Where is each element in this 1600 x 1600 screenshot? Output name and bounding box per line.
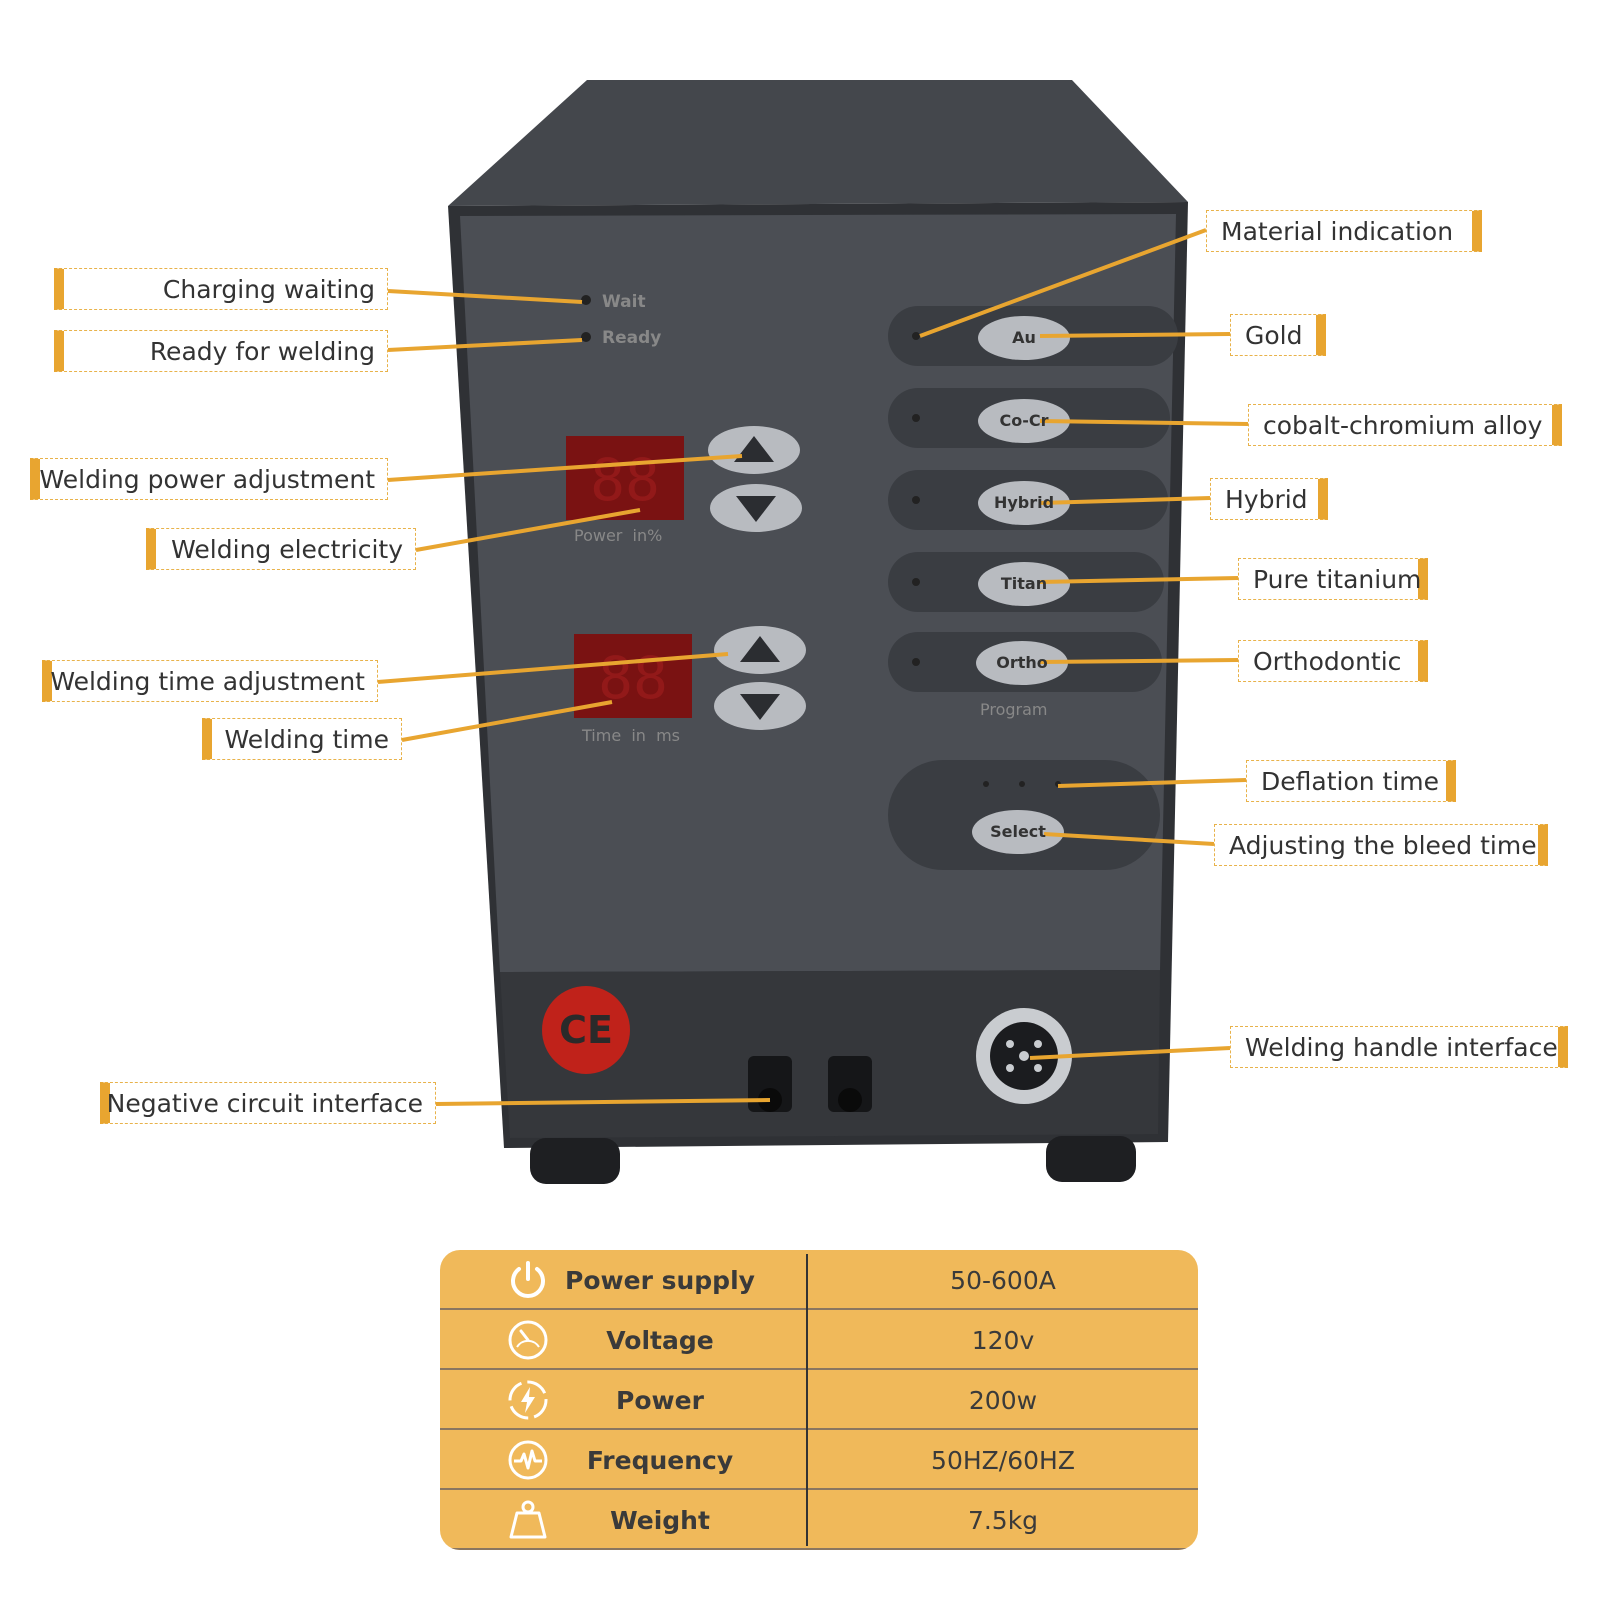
- kg-weight-icon: [509, 1500, 547, 1539]
- callout-cobalt-chromium-alloy: cobalt-chromium alloy: [1248, 404, 1562, 446]
- material-led-au: [912, 332, 920, 340]
- negative-terminal-left: [748, 1056, 792, 1112]
- material-led-titan: [912, 578, 920, 586]
- time-up-button: [714, 626, 806, 674]
- time-caption: Time in ms: [582, 726, 681, 745]
- ce-logo: [542, 986, 630, 1074]
- wait-label: Wait: [602, 292, 646, 312]
- welding-handle-socket: [976, 1008, 1072, 1104]
- callout-ready-for-welding: Ready for welding: [54, 330, 388, 372]
- callout-orthodontic: Orthodontic: [1238, 640, 1428, 682]
- spec-label: Weight: [610, 1505, 710, 1535]
- gauge-icon: [508, 1320, 548, 1360]
- callout-gold: Gold: [1230, 314, 1326, 356]
- callout-deflation-time: Deflation time: [1246, 760, 1456, 802]
- spec-row-voltage: Voltage 120v: [440, 1310, 1198, 1370]
- material-button-cocr[interactable]: Co-Cr: [999, 411, 1049, 430]
- spec-value: 7.5kg: [967, 1505, 1039, 1535]
- device-top: [448, 80, 1188, 206]
- ready-led: [581, 332, 591, 342]
- callout-material-indication: Material indication: [1206, 210, 1482, 252]
- spec-divider: [806, 1254, 808, 1546]
- power-display: [566, 436, 684, 520]
- spec-value: 50-600A: [950, 1265, 1056, 1295]
- spec-value: 50HZ/60HZ: [931, 1445, 1075, 1475]
- callout-welding-time: Welding time: [202, 718, 402, 760]
- power-up-button: [708, 426, 800, 474]
- power-down-button: [710, 484, 802, 532]
- material-button-titan[interactable]: Titan: [1000, 574, 1048, 593]
- spec-row-power: Power 200w: [440, 1370, 1198, 1430]
- wait-led: [581, 295, 591, 305]
- device-foot-left: [530, 1138, 620, 1184]
- callout-pure-titanium: Pure titanium: [1238, 558, 1428, 600]
- spec-row-frequency: Frequency 50HZ/60HZ: [440, 1430, 1198, 1490]
- spec-table: Power supply 50-600A Voltage 120v Power …: [440, 1250, 1198, 1550]
- select-button[interactable]: Select: [990, 822, 1046, 841]
- spec-value: 200w: [968, 1385, 1038, 1415]
- program-caption: Program: [980, 700, 1048, 719]
- power-caption: Power in%: [574, 526, 663, 545]
- device-bottom-strip: [500, 970, 1160, 1138]
- material-button-ortho[interactable]: Ortho: [996, 653, 1048, 672]
- material-led-cocr: [912, 414, 920, 422]
- material-button-au[interactable]: Au: [1012, 328, 1036, 347]
- callout-hybrid: Hybrid: [1210, 478, 1328, 520]
- device-foot-right: [1046, 1136, 1136, 1182]
- time-down-button: [714, 682, 806, 730]
- pulse-icon: [508, 1440, 548, 1480]
- deflation-led-1: [983, 781, 989, 787]
- leader-lines: [377, 228, 1249, 1106]
- callout-adjusting-bleed-time: Adjusting the bleed time: [1214, 824, 1548, 866]
- svg-text:88: 88: [590, 446, 660, 514]
- deflation-led-2: [1019, 781, 1025, 787]
- spec-row-power-supply: Power supply 50-600A: [440, 1250, 1198, 1310]
- callout-charging-waiting: Charging waiting: [54, 268, 388, 310]
- callout-welding-electricity: Welding electricity: [146, 528, 416, 570]
- callout-welding-time-adjustment: Welding time adjustment: [42, 660, 378, 702]
- spec-label: Power supply: [565, 1265, 755, 1295]
- callout-welding-handle-interface: Welding handle interface: [1230, 1026, 1568, 1068]
- power-icon: [511, 1261, 545, 1298]
- ce-mark: CE: [559, 1008, 613, 1052]
- material-led-hybrid: [912, 496, 920, 504]
- spec-label: Power: [616, 1385, 704, 1415]
- spec-label: Frequency: [586, 1445, 734, 1475]
- spec-label: Voltage: [606, 1325, 714, 1355]
- callout-negative-circuit-interface: Negative circuit interface: [100, 1082, 436, 1124]
- callout-welding-power-adjustment: Welding power adjustment: [30, 458, 388, 500]
- ready-label: Ready: [602, 328, 662, 348]
- negative-terminal-right: [828, 1056, 872, 1112]
- spec-value: 120v: [971, 1325, 1035, 1355]
- spec-row-weight: Weight 7.5kg: [440, 1490, 1198, 1550]
- lightning-icon: [508, 1380, 548, 1420]
- material-led-ortho: [912, 658, 920, 666]
- material-button-hybrid[interactable]: Hybrid: [993, 493, 1055, 512]
